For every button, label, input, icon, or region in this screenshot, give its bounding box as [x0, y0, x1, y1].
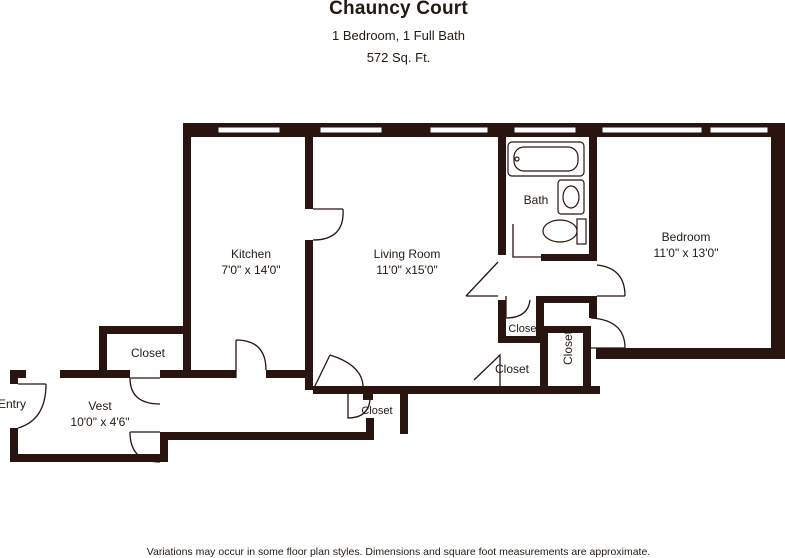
kitchen-bottom-wall: [266, 370, 313, 378]
door-swing: [590, 317, 626, 349]
closet-label: Closet: [361, 405, 392, 417]
door-swing: [347, 394, 371, 419]
bedroom-dimensions: 11'0" x 13'0": [654, 246, 719, 260]
closet-left-wall: [99, 326, 107, 370]
closet-vertical-right: [583, 326, 591, 388]
bathtub-basin-icon: [513, 146, 579, 172]
bath-right-wall: [589, 137, 597, 257]
closet-mid-right: [536, 296, 544, 343]
closet-small-side: [366, 418, 374, 440]
entry-label: Entry: [0, 397, 26, 411]
partition-lower: [305, 240, 313, 390]
door-swing: [596, 264, 626, 297]
bath-left-wall: [498, 137, 506, 255]
windows: [217, 126, 769, 134]
door-swing: [505, 296, 531, 319]
vest-dimensions: 10'0" x 4'6": [70, 415, 129, 429]
room-labels: Kitchen 7'0" x 14'0" Living Room 11'0" x…: [0, 193, 718, 429]
door-swing: [473, 353, 501, 386]
window: [429, 126, 489, 134]
door-swing: [465, 261, 499, 297]
closet-vertical-top: [540, 326, 591, 333]
living-bottom-wall-left: [313, 386, 363, 394]
window: [217, 126, 281, 134]
bedroom-bottom-wall: [596, 348, 785, 359]
window: [709, 126, 769, 134]
walls: [10, 123, 785, 462]
entry-wall-bottom: [10, 428, 18, 462]
living-room-dimensions: 11'0" x15'0": [376, 263, 438, 277]
closet-small-right: [400, 394, 408, 434]
door-swing: [512, 224, 541, 258]
vest-top-wall-mid: [60, 370, 130, 378]
closet-vertical-left: [540, 326, 548, 388]
vest-label: Vest: [88, 399, 112, 413]
sink-basin-icon: [562, 185, 580, 209]
vest-step-wall: [160, 432, 168, 462]
window: [513, 126, 577, 134]
plan-subtitle: 1 Bedroom, 1 Full Bath: [332, 28, 465, 43]
kitchen-label: Kitchen: [231, 247, 271, 261]
entry-door-swing: [17, 383, 47, 429]
doors: [17, 208, 626, 463]
closet-label: Closet: [508, 323, 539, 335]
kitchen-dimensions: 7'0" x 14'0": [221, 263, 280, 277]
closet-label: Closet: [495, 362, 530, 376]
door-swing: [129, 377, 161, 405]
entry-wall-top: [10, 370, 18, 384]
closet-mid-bottom: [498, 336, 544, 343]
bedroom-label: Bedroom: [662, 230, 711, 244]
closet-label-vertical: Closet: [561, 330, 575, 365]
bath-bottom-wall: [541, 254, 597, 261]
closet-top-wall: [99, 326, 191, 334]
door-swing: [312, 354, 364, 391]
door-swing: [235, 339, 267, 378]
bath-fixtures: [507, 141, 587, 245]
toilet-tank-icon: [576, 218, 587, 245]
toilet-bowl-icon: [542, 219, 578, 243]
plan-title: Chauncy Court: [329, 0, 468, 19]
living-bottom-wall: [363, 386, 600, 394]
door-swing: [129, 431, 161, 463]
window: [601, 126, 703, 134]
drain-icon: [514, 156, 520, 162]
disclaimer: Variations may occur in some floor plan …: [146, 546, 651, 558]
window: [319, 126, 383, 134]
bath-label: Bath: [524, 193, 549, 207]
corridor-bottom-wall: [160, 432, 374, 440]
bedroom-door-wall: [589, 296, 597, 318]
right-exterior-wall: [771, 123, 785, 359]
door-swing: [312, 208, 344, 241]
living-room-label: Living Room: [374, 247, 441, 261]
kitchen-left-wall: [183, 123, 191, 378]
closet-mid-left: [498, 300, 506, 342]
vest-bottom-wall: [10, 454, 160, 462]
hall-wall: [540, 296, 590, 303]
vest-top-wall-right: [160, 370, 236, 378]
partition-upper: [305, 137, 313, 209]
closet-label: Closet: [131, 346, 166, 360]
plan-square-feet: 572 Sq. Ft.: [366, 50, 431, 65]
